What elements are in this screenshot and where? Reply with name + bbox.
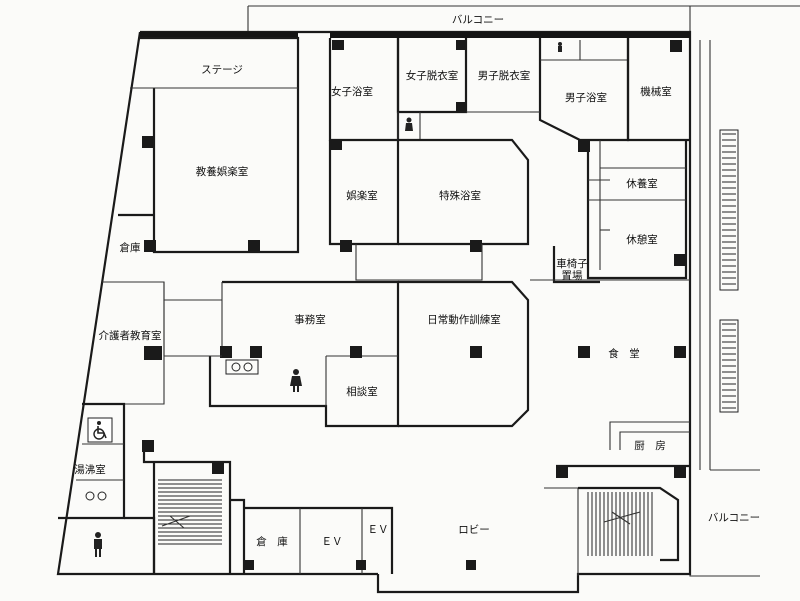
label-consultation: 相談室 <box>346 385 378 398</box>
toilet-female-icon-bath <box>405 117 413 131</box>
label-wheelchair-storage-1: 車椅子 <box>556 257 588 270</box>
label-men-changing: 男子脱衣室 <box>478 69 531 82</box>
label-education-hall: 教養娯楽室 <box>196 165 249 178</box>
label-rest-room: 休憩室 <box>626 233 658 246</box>
label-women-bath: 女子浴室 <box>331 85 373 98</box>
room-education-hall <box>130 36 300 254</box>
label-wheelchair-storage-2: 置場 <box>562 269 583 282</box>
balcony-railing-ticks <box>722 133 736 409</box>
stairs-left <box>142 440 232 574</box>
corridor-lines <box>163 111 690 357</box>
room-ev-block <box>230 498 476 574</box>
label-storage-left: 倉庫 <box>120 241 141 254</box>
room-bath-block <box>328 38 690 152</box>
wheelchair-icon <box>87 417 113 443</box>
label-ev-2: ＥＶ <box>368 524 389 536</box>
balcony-right <box>689 40 760 577</box>
label-storage-bottom: 倉 庫 <box>256 535 288 548</box>
label-men-bath: 男子浴室 <box>565 91 607 104</box>
room-office <box>208 280 400 428</box>
label-nursing-room: 休養室 <box>626 177 658 190</box>
label-recreation: 娯楽室 <box>346 189 378 202</box>
label-stage: ステージ <box>201 64 243 76</box>
outer-walls <box>56 30 692 594</box>
stairs-right <box>544 486 680 576</box>
label-ev-1: ＥＶ <box>322 536 343 548</box>
label-balcony-top: バルコニー <box>452 14 504 26</box>
room-recreation <box>328 138 530 281</box>
label-training: 日常動作訓練室 <box>427 313 501 326</box>
label-dining: 食 堂 <box>608 347 640 360</box>
room-dining <box>556 346 690 478</box>
label-balcony-right: バルコニー <box>708 512 760 524</box>
label-caregiver-room: 介護者教育室 <box>99 329 162 342</box>
label-special-bath: 特殊浴室 <box>439 189 481 202</box>
toilet-female-icon <box>290 369 302 392</box>
label-lobby: ロビー <box>458 524 490 536</box>
toilet-male-icon-bath <box>558 42 562 52</box>
room-training <box>398 280 530 428</box>
label-water-heater: 湯沸室 <box>74 463 106 476</box>
room-rest <box>552 140 688 284</box>
label-kitchen: 厨 房 <box>634 439 666 452</box>
label-women-changing: 女子脱衣室 <box>406 69 459 82</box>
toilet-male-icon <box>94 532 102 557</box>
label-office: 事務室 <box>294 313 326 326</box>
label-machine-room: 機械室 <box>640 85 672 98</box>
